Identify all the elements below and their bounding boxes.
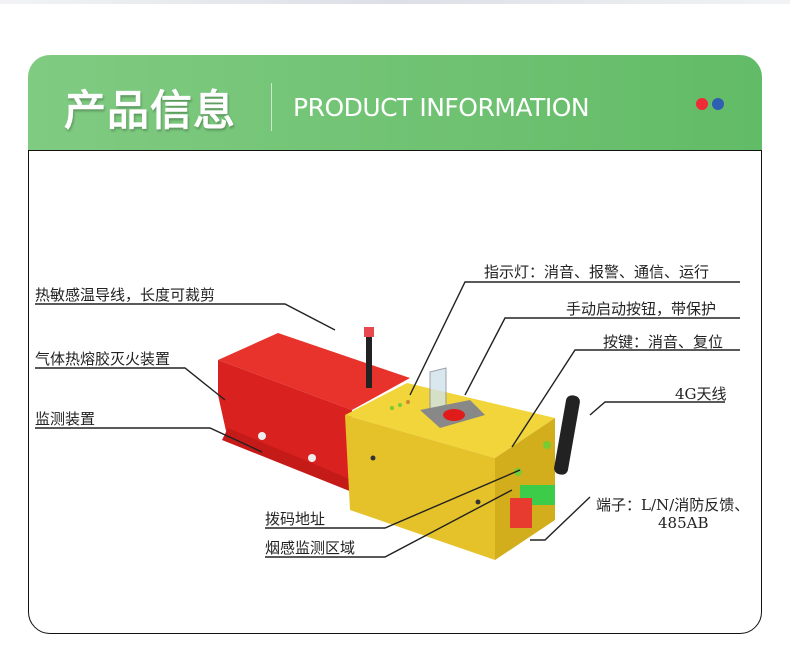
extinguisher-unit <box>218 327 410 492</box>
label-monitor: 监测装置 <box>35 410 96 428</box>
red-dot-icon <box>696 98 708 110</box>
label-dip: 拨码地址 <box>265 510 326 528</box>
label-terminal-line1: 端子：L/N/消防反馈、 <box>596 496 750 514</box>
top-bar <box>0 0 790 4</box>
label-antenna: 4G天线 <box>675 385 727 403</box>
section-header: 产品信息 PRODUCT INFORMATION <box>28 55 762 151</box>
label-smoke: 烟感监测区域 <box>265 539 356 557</box>
title-cn: 产品信息 <box>64 86 237 135</box>
label-cable: 热敏感温导线，长度可裁剪 <box>35 286 216 304</box>
label-manual-button: 手动启动按钮，带保护 <box>566 300 717 318</box>
label-indicator: 指示灯：消音、报警、通信、运行 <box>484 263 710 281</box>
monitor-unit <box>345 367 580 560</box>
label-extinguisher: 气体热熔胶灭火装置 <box>35 350 171 368</box>
label-keys: 按键：消音、复位 <box>603 333 724 351</box>
title-en: PRODUCT INFORMATION <box>293 93 590 122</box>
blue-dot-icon <box>712 98 724 110</box>
label-terminal-line2: 485AB <box>658 514 709 532</box>
callout-lines <box>35 281 740 558</box>
title-divider <box>271 83 272 131</box>
